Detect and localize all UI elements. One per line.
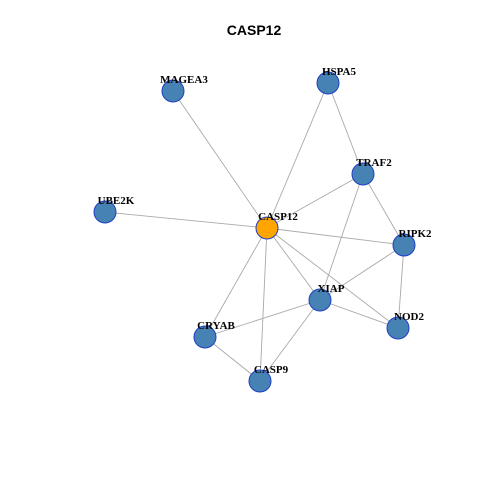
edge-casp12-nod2: [266, 227, 399, 329]
node-ube2k[interactable]: [93, 200, 117, 224]
edge-casp12-traf2: [266, 173, 364, 229]
edge-traf2-ripk2: [362, 173, 405, 246]
edge-cryab-casp9: [204, 336, 261, 382]
edge-xiap-casp9: [259, 299, 321, 382]
edge-casp12-xiap: [266, 227, 321, 301]
edge-xiap-nod2: [319, 299, 399, 329]
nodes-layer: [93, 71, 416, 393]
node-label-cryab: CRYAB: [197, 320, 235, 332]
node-label-xiap: XIAP: [318, 283, 345, 295]
edge-casp12-casp9: [259, 227, 268, 382]
node-cryab[interactable]: [193, 325, 217, 349]
edge-xiap-cryab: [204, 299, 321, 338]
edge-casp12-magea3: [172, 90, 268, 229]
edge-casp12-ripk2: [266, 227, 405, 246]
node-ripk2[interactable]: [392, 233, 416, 257]
node-label-traf2: TRAF2: [356, 157, 392, 169]
graph-title: CASP12: [227, 22, 282, 38]
node-label-ripk2: RIPK2: [399, 228, 433, 240]
edge-ripk2-xiap: [319, 244, 405, 301]
edge-casp12-hspa5: [266, 82, 329, 229]
node-hspa5[interactable]: [316, 71, 340, 95]
node-magea3[interactable]: [161, 79, 185, 103]
node-traf2[interactable]: [351, 162, 375, 186]
edge-casp12-ube2k: [104, 211, 268, 229]
edge-casp12-cryab: [204, 227, 268, 338]
node-label-hspa5: HSPA5: [322, 66, 357, 78]
edge-hspa5-traf2: [327, 82, 364, 175]
node-xiap[interactable]: [308, 288, 332, 312]
node-label-casp12: CASP12: [258, 211, 298, 223]
node-label-nod2: NOD2: [394, 311, 424, 323]
node-label-ube2k: UBE2K: [98, 195, 135, 207]
edge-ripk2-nod2: [397, 244, 405, 329]
node-casp12[interactable]: [255, 216, 279, 240]
node-label-magea3: MAGEA3: [160, 74, 208, 86]
node-label-casp9: CASP9: [254, 364, 289, 376]
edge-traf2-xiap: [319, 173, 364, 301]
node-casp9[interactable]: [248, 369, 272, 393]
edges-layer: [104, 82, 405, 382]
node-nod2[interactable]: [386, 316, 410, 340]
